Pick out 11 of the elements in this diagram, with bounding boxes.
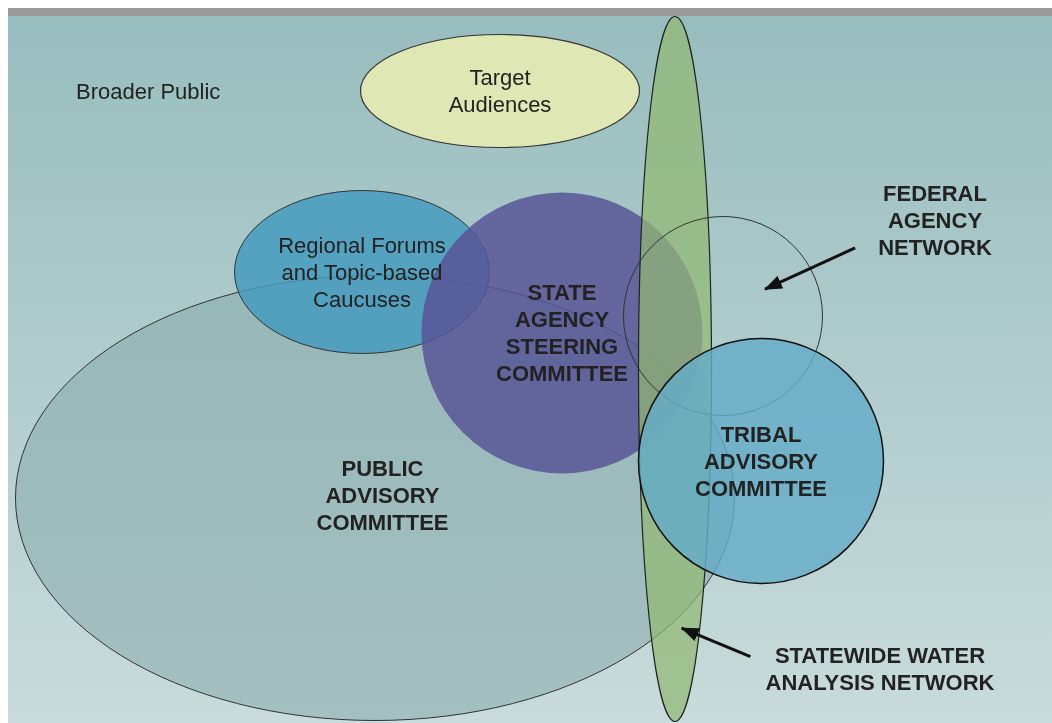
callout-label: STATEWIDE WATER ANALYSIS NETWORK [764, 642, 996, 696]
arrow [680, 626, 751, 658]
arrow [764, 246, 856, 291]
group-label: STATE AGENCY STEERING COMMITTEE [495, 279, 629, 387]
callout-label: FEDERAL AGENCY NETWORK [877, 179, 993, 261]
group-label: TRIBAL ADVISORY COMMITTEE [694, 420, 828, 502]
group-label: PUBLIC ADVISORY COMMITTEE [315, 455, 450, 536]
group-label: Target Audiences [447, 64, 553, 118]
region-label: Broader Public [76, 78, 221, 105]
background-panel [8, 16, 1052, 723]
group-label: Regional Forums and Topic-based Caucuses [277, 231, 447, 313]
